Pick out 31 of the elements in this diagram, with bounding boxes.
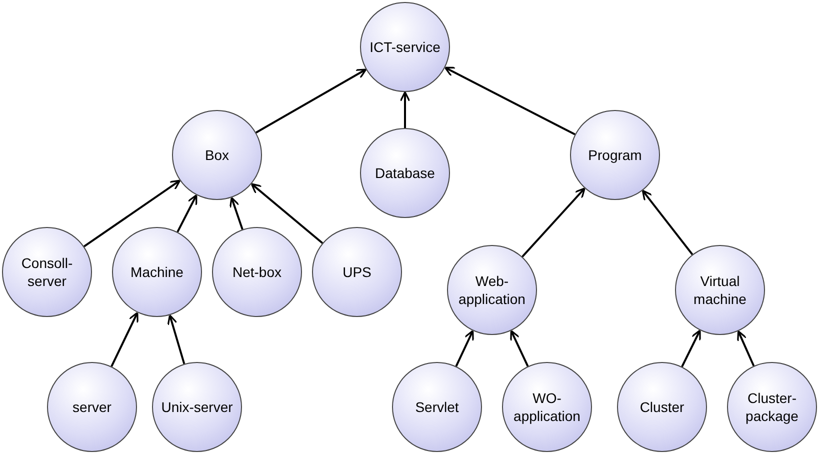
arrow: [522, 188, 586, 258]
node-label: Cluster: [640, 398, 684, 416]
arrow: [737, 330, 755, 366]
node-label: Web-application: [458, 272, 526, 308]
arrow: [250, 183, 324, 244]
arrow: [642, 190, 694, 256]
node-label: Unix-server: [161, 398, 233, 416]
arrow: [444, 66, 576, 136]
arrow: [84, 180, 181, 248]
node-label: ICT-service: [370, 38, 440, 56]
node-label: Cluster-package: [744, 389, 800, 425]
arrow: [455, 330, 474, 367]
arrow: [400, 91, 410, 128]
arrow: [681, 330, 701, 368]
arrow: [176, 194, 198, 232]
node-label: Virtual machine: [692, 272, 748, 308]
node-label: UPS: [342, 263, 372, 281]
node-label: Database: [375, 164, 435, 182]
node-label: Box: [204, 146, 230, 164]
node-label: Machine: [130, 263, 184, 281]
arrow: [229, 196, 244, 230]
node-label: Program: [588, 146, 642, 164]
node-label: Consoll-server: [20, 254, 74, 290]
arrow: [110, 312, 138, 367]
node-label: Servlet: [415, 398, 459, 416]
node-label: WO-application: [512, 389, 582, 425]
arrow: [167, 314, 186, 364]
arrow: [510, 330, 529, 367]
node-label: server: [72, 398, 112, 416]
node-label: Net-box: [232, 263, 282, 281]
arrow: [256, 68, 367, 134]
